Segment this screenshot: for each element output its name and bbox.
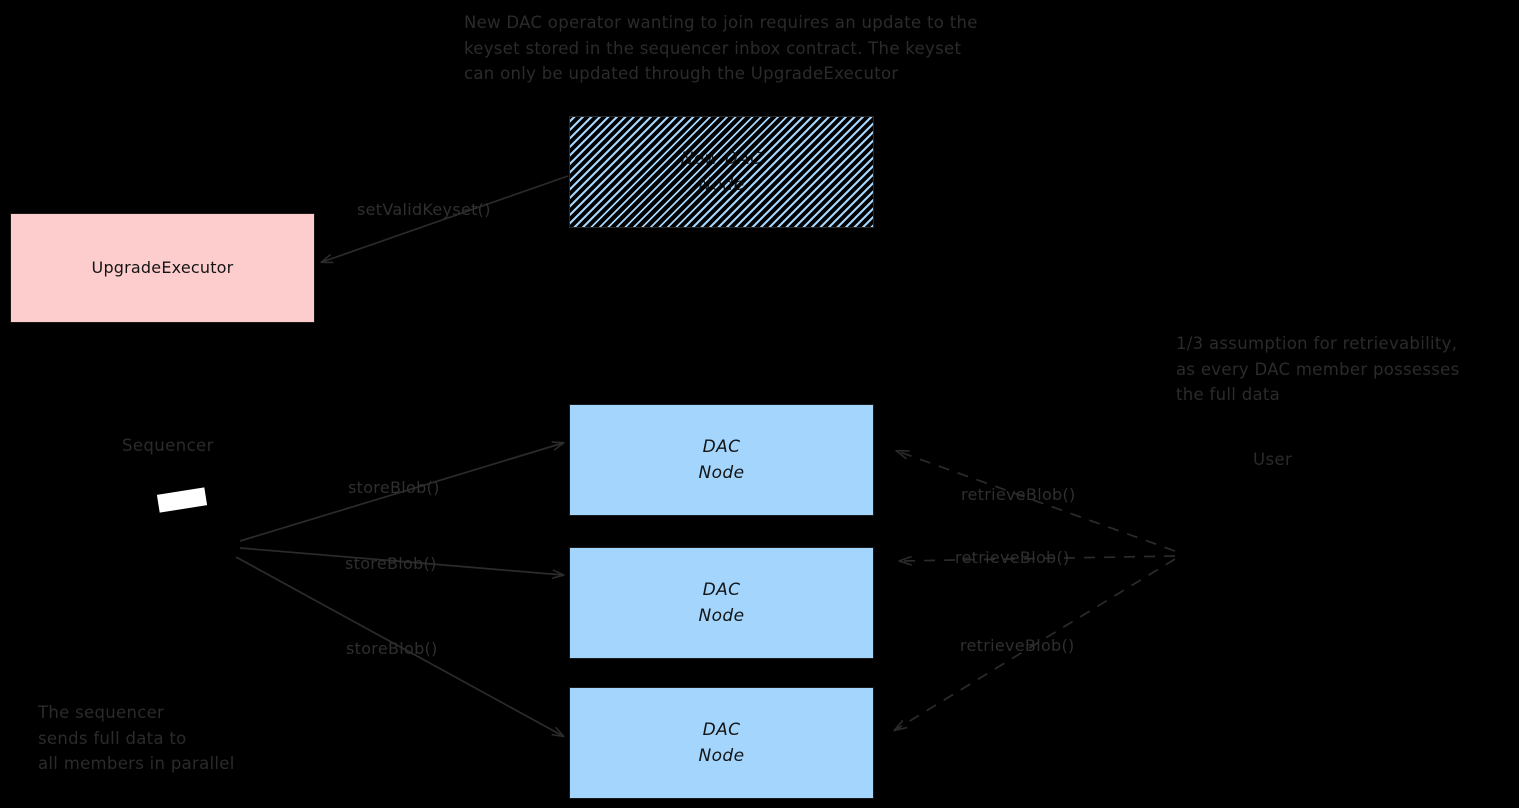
node-dac-2[interactable]: DAC Node	[569, 547, 874, 659]
node-upgrade-executor[interactable]: UpgradeExecutor	[10, 213, 315, 323]
edge-label-store-blob-3: storeBlob()	[346, 639, 438, 658]
edge-label-store-blob-2: storeBlob()	[345, 554, 437, 573]
edge-store-blob-3	[235, 556, 565, 738]
actor-label-sequencer: Sequencer	[122, 436, 214, 455]
annotation-right-note: 1/3 assumption for retrievability, as ev…	[1176, 334, 1460, 405]
node-dac-3-line1: DAC	[702, 719, 741, 740]
node-new-dac[interactable]: New DAC Node	[569, 116, 874, 228]
node-dac-1[interactable]: DAC Node	[569, 404, 874, 516]
node-dac-1-line2: Node	[698, 463, 745, 483]
node-dac-2-line2: Node	[698, 606, 745, 626]
edge-label-retrieve-blob-1: retrieveBlob()	[961, 485, 1076, 504]
edge-label-retrieve-blob-3: retrieveBlob()	[960, 636, 1075, 655]
edge-label-retrieve-blob-2: retrieveBlob()	[955, 548, 1070, 567]
node-new-dac-line2: Node	[698, 175, 745, 195]
actor-label-user: User	[1253, 450, 1293, 469]
edge-retrieve-blob-1	[895, 449, 1176, 552]
edge-label-set-valid-keyset: setValidKeyset()	[357, 200, 491, 219]
node-dac-3-line2: Node	[698, 746, 745, 766]
edge-retrieve-blob-2	[898, 555, 1176, 566]
node-new-dac-line1: New DAC	[680, 148, 763, 169]
edge-store-blob-1	[239, 441, 565, 542]
node-dac-3[interactable]: DAC Node	[569, 687, 874, 799]
annotation-top-note: New DAC operator wanting to join require…	[464, 13, 978, 84]
edge-store-blob-2	[239, 547, 565, 579]
edge-retrieve-blob-3	[893, 558, 1176, 732]
annotation-bottom-note: The sequencer sends full data to all mem…	[38, 703, 235, 774]
node-dac-1-line1: DAC	[702, 436, 741, 457]
edge-set-valid-keyset	[320, 175, 569, 264]
edge-label-store-blob-1: storeBlob()	[348, 478, 440, 497]
node-dac-2-line1: DAC	[702, 579, 741, 600]
node-upgrade-executor-label: UpgradeExecutor	[91, 257, 234, 277]
